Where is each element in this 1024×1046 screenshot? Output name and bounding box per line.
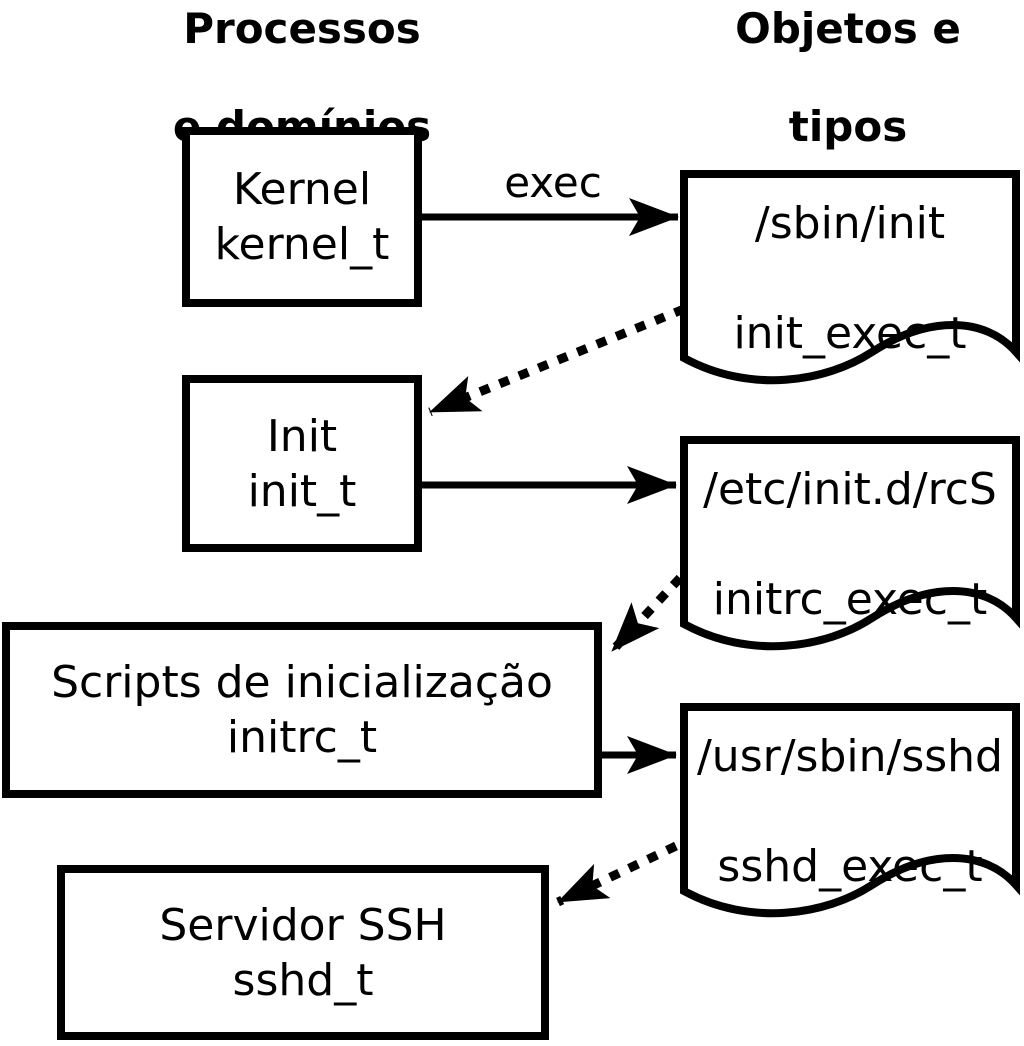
process-name: Kernel	[232, 164, 372, 215]
process-type: kernel_t	[214, 219, 390, 270]
column-header-objects-line1: Objetos e	[735, 4, 961, 53]
column-header-objects-line2: tipos	[788, 102, 908, 152]
document-sbin-init: /sbin/init init_exec_t	[680, 170, 1020, 400]
transition-arrow-sbin-init-to-init	[428, 304, 686, 417]
process-type: sshd_t	[232, 954, 374, 1006]
document-shape-icon	[680, 703, 1020, 918]
process-box-servidor-ssh: Servidor SSH sshd_t	[57, 865, 549, 1040]
object-type: initrc_exec_t	[712, 574, 988, 625]
document-etc-initd-rcs: /etc/init.d/rcS initrc_exec_t	[680, 436, 1020, 666]
process-type: initrc_t	[226, 712, 378, 763]
process-name: Init	[266, 410, 338, 462]
process-name: Scripts de inicialização	[51, 657, 553, 708]
process-name: Servidor SSH	[159, 899, 447, 951]
object-type: init_exec_t	[733, 308, 967, 359]
document-text: /etc/init.d/rcS initrc_exec_t	[680, 462, 1020, 627]
document-shape-icon	[680, 170, 1020, 385]
document-usr-sbin-sshd: /usr/sbin/sshd sshd_exec_t	[680, 703, 1020, 933]
transition-arrow-sshd-exec-to-servidor	[556, 841, 678, 907]
document-text: /usr/sbin/sshd sshd_exec_t	[680, 729, 1020, 894]
process-type: init_t	[247, 465, 357, 517]
column-header-processes-line1: Processos	[183, 4, 421, 53]
object-path: /usr/sbin/sshd	[696, 731, 1003, 782]
transition-arrow-rcs-to-scripts	[608, 574, 684, 655]
document-text: /sbin/init init_exec_t	[680, 196, 1020, 361]
document-shape-icon	[680, 436, 1020, 651]
process-box-scripts-inicializacao: Scripts de inicialização initrc_t	[2, 622, 602, 798]
object-path: /sbin/init	[754, 198, 946, 249]
process-box-init: Init init_t	[182, 375, 422, 552]
object-path: /etc/init.d/rcS	[703, 464, 997, 515]
column-header-objects: Objetos e tipos	[668, 4, 1024, 151]
process-box-kernel: Kernel kernel_t	[182, 127, 422, 307]
exec-edge-label: exec	[504, 158, 602, 207]
object-type: sshd_exec_t	[717, 841, 983, 892]
